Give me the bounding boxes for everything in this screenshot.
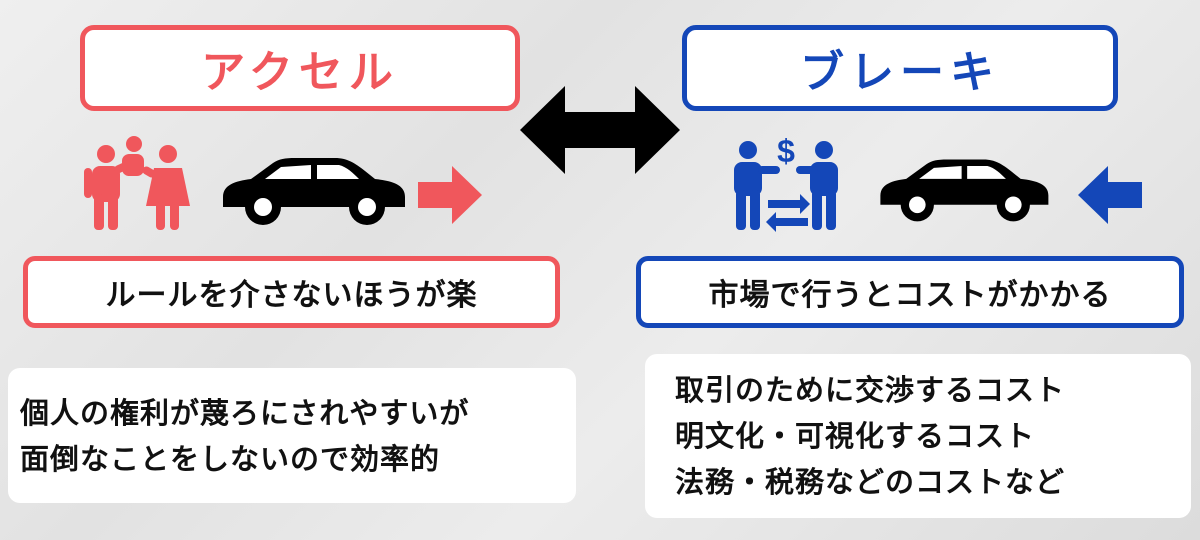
brake-title: ブレーキ xyxy=(800,47,1000,98)
brake-note-line: 法務・税務などのコストなど xyxy=(675,465,1066,499)
accel-note-line: 面倒なことをしないので効率的 xyxy=(20,441,441,476)
trade-people-icon: $ xyxy=(734,133,838,232)
accel-note-line: 個人の権利が蔑ろにされやすいが xyxy=(20,395,470,430)
brake-title-box: ブレーキ xyxy=(682,25,1118,111)
brake-label: 市場で行うとコストがかかる xyxy=(708,278,1112,313)
accel-car-icon xyxy=(223,158,405,225)
accel-label: ルールを介さないほうが楽 xyxy=(105,278,478,313)
svg-text:$: $ xyxy=(777,133,795,169)
brake-car-icon xyxy=(880,159,1049,222)
accel-notes-box: 個人の権利が蔑ろにされやすいが 面倒なことをしないので効率的 xyxy=(8,368,576,503)
accel-title: アクセル xyxy=(201,47,399,98)
arrow-left-icon xyxy=(1078,166,1142,224)
accel-label-box: ルールを介さないほうが楽 xyxy=(23,256,560,328)
brake-label-box: 市場で行うとコストがかかる xyxy=(636,256,1184,328)
brake-note-line: 取引のために交渉するコスト xyxy=(675,373,1066,407)
double-arrow-icon xyxy=(520,86,680,174)
arrow-right-icon xyxy=(418,166,482,224)
accel-title-box: アクセル xyxy=(80,25,520,111)
brake-note-line: 明文化・可視化するコスト xyxy=(675,419,1036,453)
family-icon xyxy=(84,136,190,230)
brake-notes-box: 取引のために交渉するコスト 明文化・可視化するコスト 法務・税務などのコストなど xyxy=(645,354,1191,518)
